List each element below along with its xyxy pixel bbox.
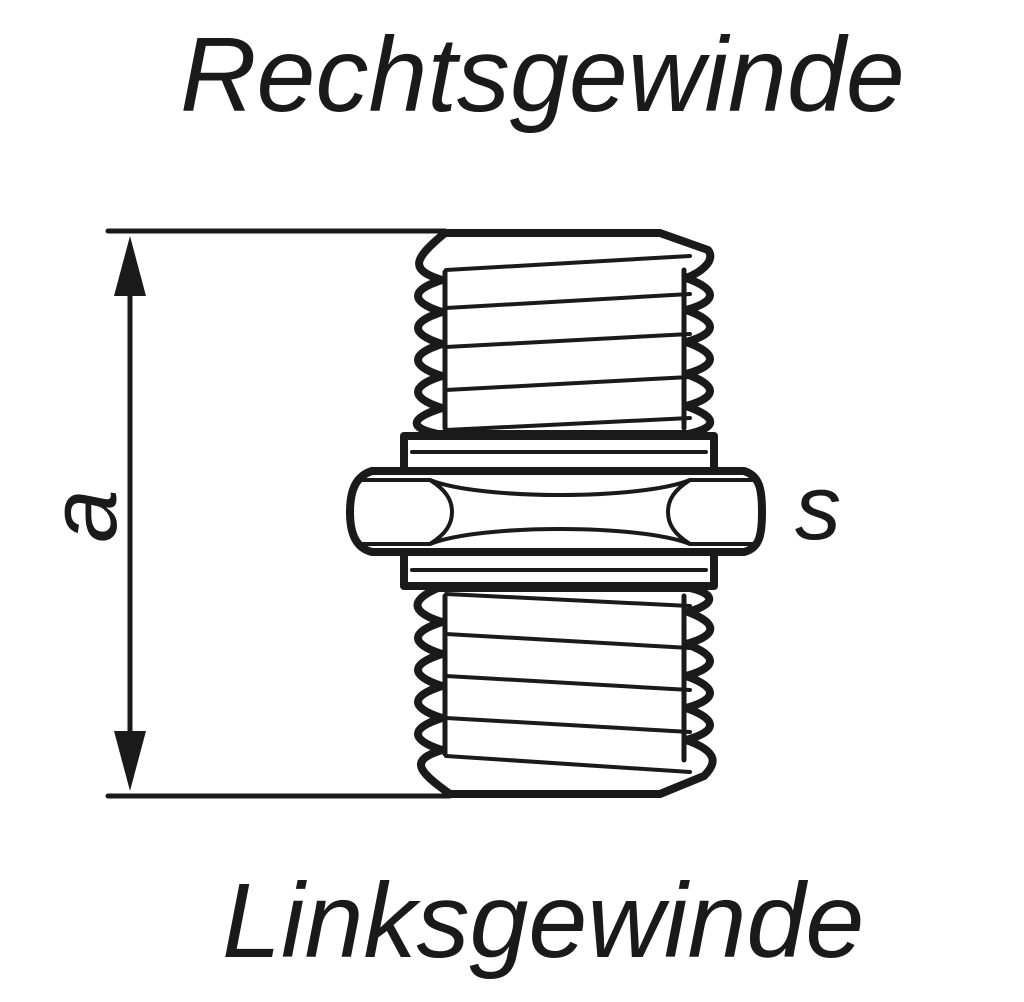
hex-face-center-bottom bbox=[428, 527, 692, 546]
bottom-thread-label: Linksgewinde bbox=[222, 862, 865, 980]
dimension-a bbox=[105, 228, 453, 799]
hex-nut-outline bbox=[346, 467, 766, 556]
arrowhead-top-icon bbox=[114, 236, 146, 296]
hex-face-right bbox=[666, 478, 754, 546]
top-thread-label: Rechtsgewinde bbox=[180, 16, 905, 134]
hex-face-left bbox=[360, 478, 454, 546]
thread-helix-lines bbox=[444, 592, 692, 774]
dimension-s-label: s bbox=[795, 457, 841, 559]
hex-nut bbox=[346, 467, 766, 556]
upper-collar bbox=[400, 432, 718, 476]
arrowhead-bottom-icon bbox=[114, 731, 146, 791]
lower-thread bbox=[413, 584, 717, 798]
lower-collar bbox=[400, 548, 718, 590]
hex-face-center-top bbox=[428, 478, 692, 497]
thread-helix-lines bbox=[444, 254, 692, 432]
upper-thread bbox=[412, 229, 715, 438]
